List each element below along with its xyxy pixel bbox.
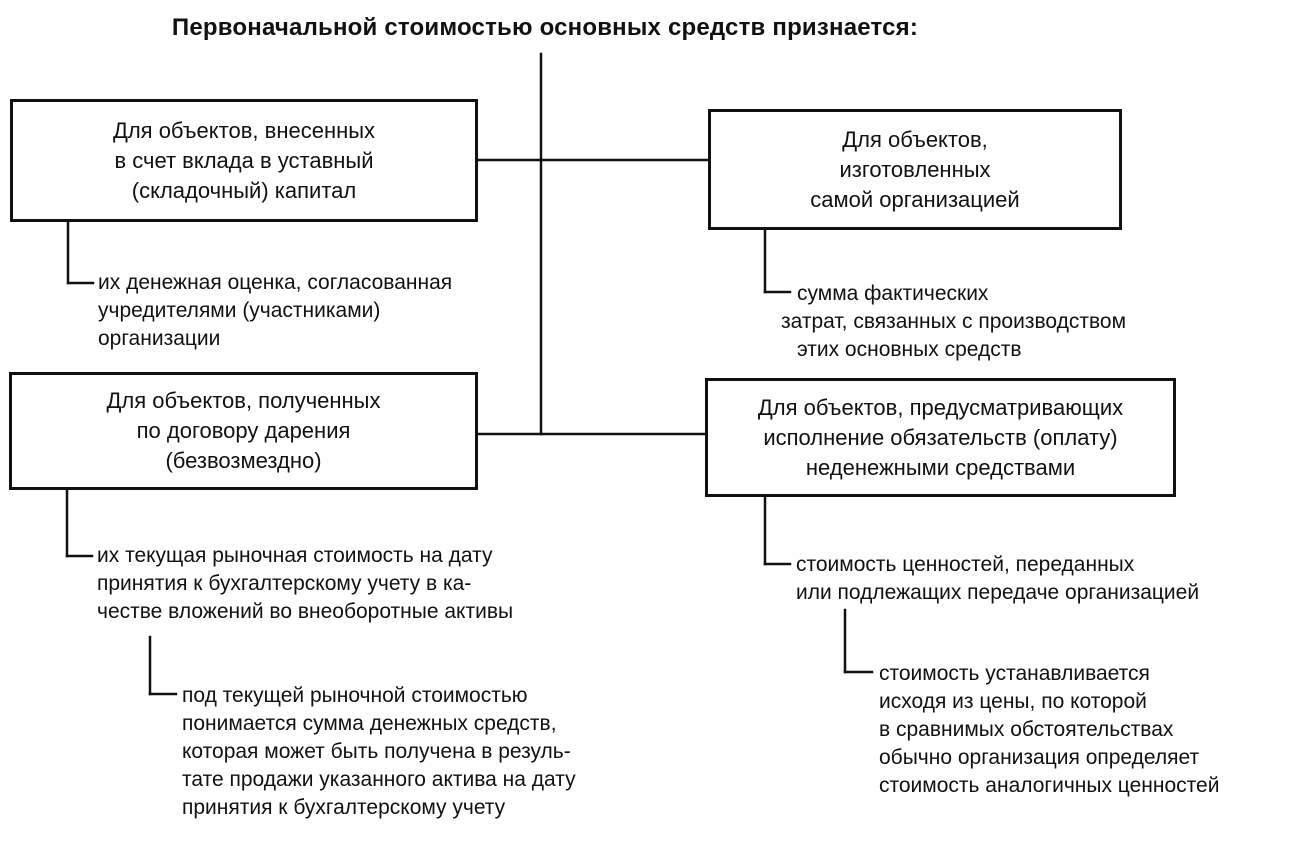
note-contribution-line: учредителями (участниками) <box>98 299 381 322</box>
box-gift-line: Для объектов, полученных <box>106 388 381 413</box>
note-non-monetary: стоимость ценностей, переданных или подл… <box>796 551 1199 607</box>
note-non-monetary-line: или подлежащих передаче организацией <box>796 581 1200 604</box>
note-non-monetary-line: стоимость ценностей, переданных <box>796 553 1135 576</box>
note-gift-market-value-line: принятия к бухгалтерскому учету <box>182 796 506 819</box>
note-gift-line: принятия к бухгалтерскому учету в ка- <box>97 572 472 595</box>
note-gift-line: честве вложений во внеоборотные активы <box>97 600 514 623</box>
box-self-made: Для объектов, изготовленных самой органи… <box>708 109 1122 230</box>
note-contribution-line: организации <box>98 327 221 350</box>
note-non-monetary-price-line: исходя из цены, по которой <box>879 690 1147 713</box>
note-gift-market-value-line: под текущей рыночной стоимостью <box>182 684 528 707</box>
box-gift-line: по договору дарения <box>136 418 351 443</box>
box-non-monetary-line: исполнение обязательств (оплату) <box>763 424 1118 450</box>
note-non-monetary-price: стоимость устанавливается исходя из цены… <box>879 660 1219 800</box>
note-gift-market-value-line: понимается сумма денежных средств, <box>182 712 557 735</box>
box-self-made-line: Для объектов, <box>842 126 988 152</box>
note-contribution-line: их денежная оценка, согласованная <box>98 271 453 294</box>
note-non-monetary-price-line: стоимость аналогичных ценностей <box>879 774 1220 797</box>
note-gift-market-value-line: которая может быть получена в резуль- <box>182 740 571 763</box>
note-gift-market-value: под текущей рыночной стоимостью понимает… <box>182 682 576 822</box>
note-self-made-line: затрат, связанных с производством <box>781 310 1127 333</box>
note-self-made-line: сумма фактических <box>797 282 989 305</box>
box-self-made-line: изготовленных <box>839 156 991 182</box>
note-gift-line: их текущая рыночная стоимость на дату <box>97 544 493 567</box>
box-non-monetary-line: Для объектов, предусматривающих <box>757 394 1124 420</box>
note-non-monetary-price-line: стоимость устанавливается <box>879 662 1150 685</box>
box-non-monetary-line: неденежными средствами <box>805 454 1076 480</box>
note-gift-market-value-line: тате продажи указанного актива на дату <box>182 768 576 791</box>
diagram-title: Первоначальной стоимостью основных средс… <box>171 14 919 41</box>
note-self-made: сумма фактических затрат, связанных с пр… <box>781 280 1126 364</box>
note-non-monetary-price-line: обычно организация определяет <box>879 746 1200 769</box>
box-non-monetary: Для объектов, предусматривающих исполнен… <box>705 378 1176 497</box>
note-contribution: их денежная оценка, согласованная учреди… <box>98 269 452 353</box>
note-non-monetary-price-line: в сравнимых обстоятельствах <box>879 718 1174 741</box>
box-self-made-line: самой организацией <box>810 186 1020 212</box>
box-gift-line: (безвозмездно) <box>165 448 322 473</box>
box-contribution-line: (складочный) капитал <box>131 177 357 203</box>
box-contribution-line: в счет вклада в уставный <box>114 147 374 173</box>
note-gift: их текущая рыночная стоимость на дату пр… <box>97 542 513 626</box>
box-contribution-line: Для объектов, внесенных <box>112 117 376 143</box>
note-self-made-line: этих основных средств <box>797 338 1022 361</box>
box-gift: Для объектов, полученных по договору дар… <box>9 372 478 490</box>
box-contribution: Для объектов, внесенных в счет вклада в … <box>10 99 478 222</box>
